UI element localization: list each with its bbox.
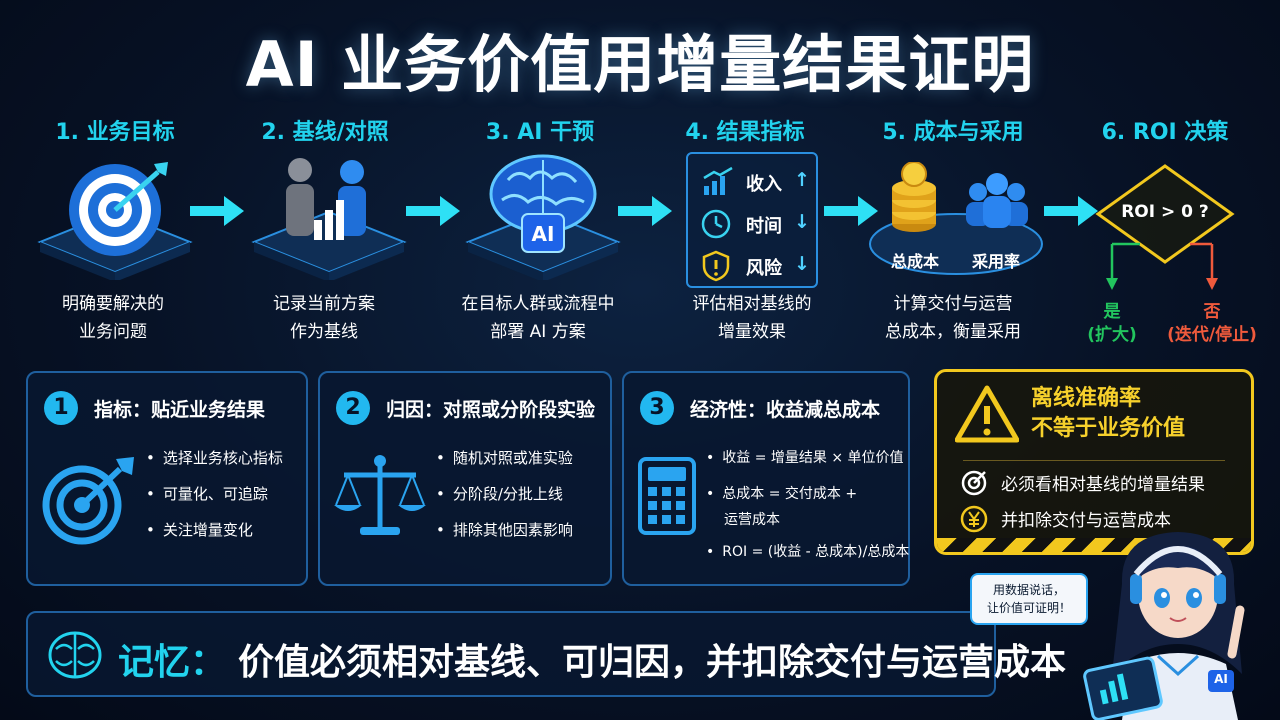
warning-triangle-icon (955, 385, 1019, 443)
calculator-icon (638, 457, 696, 535)
desc-line: 作为基线 (290, 322, 358, 342)
card-bullet: 分阶段/分批上线 (436, 483, 563, 504)
desc-line: 评估相对基线的 (692, 294, 812, 314)
flow-arrow-icon (190, 196, 244, 226)
step-4-title: 4. 结果指标 (685, 120, 805, 145)
warning-title: 离线准确率 不等于业务价值 (1031, 384, 1185, 444)
warning-title-line: 不等于业务价值 (1031, 416, 1186, 441)
yen-coin-icon (960, 505, 988, 533)
bubble-line: 让价值可证明！ (986, 601, 1071, 615)
memory-label: 记忆： (118, 642, 227, 683)
desc-line: 增量效果 (718, 322, 786, 342)
metric-label: 风险 (746, 258, 782, 279)
speech-bubble: 用数据说话， 让价值可证明！ (970, 573, 1088, 625)
step-2-baseline-icon (251, 158, 407, 280)
balance-scale-icon (334, 455, 426, 535)
card-metrics: 1 指标：贴近业务结果 选择业务核心指标 可量化、可追踪 关注增量变化 (26, 371, 308, 586)
step-5-desc: 计算交付与运营 总成本，衡量采用 (848, 290, 1058, 346)
warning-item: 并扣除交付与运营成本 (1001, 511, 1171, 531)
page-title: AI 业务价值用增量结果证明 (245, 28, 1035, 101)
decision-yes-action: (扩大) (1087, 325, 1137, 345)
card-title: 归因：对照或分阶段实验 (386, 399, 596, 421)
card-bullet: 关注增量变化 (146, 519, 253, 540)
card-economics: 3 经济性：收益减总成本 收益 = 增量结果 × 单位价值 总成本 = 交付成本… (622, 371, 910, 586)
desc-line: 在目标人群或流程中 (461, 294, 615, 314)
card-bullet: 总成本 = 交付成本 + (706, 483, 857, 503)
decision-no-action: (迭代/停止) (1167, 325, 1257, 345)
step-1-desc: 明确要解决的 业务问题 (8, 290, 218, 346)
step-3-desc: 在目标人群或流程中 部署 AI 方案 (433, 290, 643, 346)
desc-line: 记录当前方案 (273, 294, 375, 314)
card-bullet: 排除其他因素影响 (436, 519, 573, 540)
desc-line: 总成本，衡量采用 (885, 322, 1021, 342)
brain-icon (48, 631, 102, 679)
shield-alert-icon (702, 250, 730, 282)
metric-row-risk: 风险 ↓ (698, 248, 814, 284)
card-number: 1 (44, 391, 78, 425)
mascot-ai-badge: AI (1214, 672, 1228, 686)
warning-box: 离线准确率 不等于业务价值 必须看相对基线的增量结果 并扣除交付与运营成本 (934, 369, 1254, 555)
card-title: 指标：贴近业务结果 (94, 399, 266, 421)
warning-item: 必须看相对基线的增量结果 (1001, 475, 1205, 495)
memory-text: 价值必须相对基线、可归因，并扣除交付与运营成本 (238, 642, 1067, 683)
card-attribution: 2 归因：对照或分阶段实验 随机对照或准实验 分阶段/分批上线 排除其他因素影响 (318, 371, 612, 586)
decision-yes-label: 是 (1103, 302, 1121, 322)
trend-down-icon: ↓ (794, 211, 810, 233)
desc-line: 计算交付与运营 (893, 294, 1013, 314)
card-bullet: 选择业务核心指标 (146, 447, 283, 468)
step-5-title: 5. 成本与采用 (882, 120, 1024, 145)
trend-up-icon: ↑ (794, 169, 810, 191)
step-1-title: 1. 业务目标 (55, 120, 175, 145)
warning-title-line: 离线准确率 (1031, 386, 1142, 411)
target-icon (42, 457, 134, 545)
step-6-title: 6. ROI 决策 (1101, 120, 1229, 145)
card-bullet: 收益 = 增量结果 × 单位价值 (706, 447, 903, 467)
trend-down-icon: ↓ (794, 253, 810, 275)
metric-row-revenue: 收入 ↑ (698, 164, 814, 200)
card-title: 经济性：收益减总成本 (690, 399, 881, 421)
card-number: 3 (640, 391, 674, 425)
step-3-title: 3. AI 干预 (485, 120, 595, 145)
ai-chip-badge: AI (531, 222, 555, 246)
desc-line: 明确要解决的 (62, 294, 164, 314)
bar-chart-icon (703, 166, 733, 195)
step-2-desc: 记录当前方案 作为基线 (219, 290, 429, 346)
bubble-line: 用数据说话， (992, 583, 1065, 597)
card-bullet: 可量化、可追踪 (146, 483, 268, 504)
flow-arrow-icon (618, 196, 672, 226)
desc-line: 部署 AI 方案 (490, 322, 586, 342)
adoption-rate-label: 采用率 (971, 252, 1020, 271)
roi-decision-diamond (1095, 164, 1235, 290)
mascot-character-illustration (1083, 532, 1245, 720)
card-number: 2 (336, 391, 370, 425)
metric-row-time: 时间 ↓ (698, 206, 814, 242)
step-4-desc: 评估相对基线的 增量效果 (647, 290, 857, 346)
step-2-title: 2. 基线/对照 (261, 120, 389, 145)
decision-no-label: 否 (1203, 302, 1221, 322)
flow-arrow-icon (824, 196, 878, 226)
target-check-icon (961, 470, 987, 496)
flow-arrow-icon (406, 196, 460, 226)
total-cost-label: 总成本 (890, 252, 939, 271)
card-bullet: 随机对照或准实验 (436, 447, 573, 468)
metric-label: 时间 (746, 216, 782, 237)
warning-divider (963, 460, 1225, 461)
step-1-target-icon (37, 162, 193, 280)
metric-label: 收入 (746, 174, 782, 195)
memory-bar: 记忆： 价值必须相对基线、可归因，并扣除交付与运营成本 (26, 611, 1066, 697)
step-5-cost-adoption-icon (869, 162, 1043, 275)
card-bullet: ROI = (收益 - 总成本)/总成本 (706, 541, 909, 561)
flow-arrow-icon (1044, 196, 1098, 226)
card-bullet-continuation: 运营成本 (724, 512, 780, 528)
step-3-ai-brain-icon (465, 154, 621, 280)
roi-question: ROI > 0 ? (1121, 202, 1209, 222)
clock-icon (701, 209, 731, 239)
desc-line: 业务问题 (79, 322, 147, 342)
metrics-panel: 收入 ↑ 时间 ↓ 风险 ↓ (686, 152, 818, 288)
